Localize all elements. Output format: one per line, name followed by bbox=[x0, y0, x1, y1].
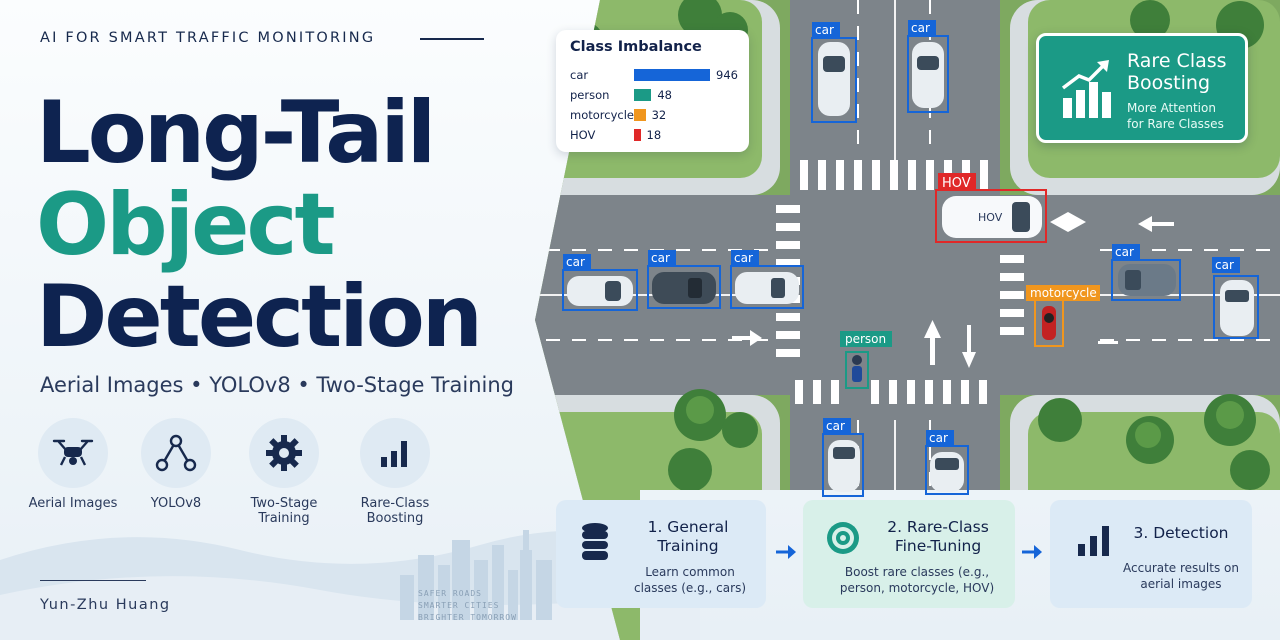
car-label: car bbox=[734, 251, 753, 265]
title-line-2: Object bbox=[36, 175, 336, 275]
car-box bbox=[1213, 275, 1259, 339]
class-count-value: 32 bbox=[651, 108, 667, 122]
gear-icon bbox=[249, 418, 319, 488]
class-imbalance-row: person 48 bbox=[570, 87, 740, 103]
person-box bbox=[845, 351, 869, 389]
feature-two-stage: Two-Stage Training bbox=[229, 418, 339, 526]
feature-aerial-images: Aerial Images bbox=[18, 418, 128, 511]
car-label: car bbox=[1215, 258, 1234, 272]
step-description: Accurate results on aerial images bbox=[1123, 561, 1239, 591]
class-imbalance-row: HOV 18 bbox=[570, 127, 740, 143]
drone-icon bbox=[38, 418, 108, 488]
class-count-bar bbox=[634, 129, 641, 141]
city-skyline bbox=[400, 530, 552, 620]
car-label: car bbox=[929, 431, 948, 445]
car-box bbox=[1111, 259, 1181, 301]
class-imbalance-row: car 946 bbox=[570, 67, 740, 83]
author-divider bbox=[40, 580, 146, 581]
car-box bbox=[647, 265, 721, 309]
class-count-value: 48 bbox=[657, 88, 672, 102]
feature-label: Two-Stage Training bbox=[250, 496, 318, 526]
car-label: car bbox=[566, 255, 585, 269]
feature-label: YOLOv8 bbox=[150, 496, 202, 511]
car-label: car bbox=[651, 251, 670, 265]
boost-subtitle: More Attention for Rare Classes bbox=[1127, 101, 1224, 131]
target-icon bbox=[827, 522, 859, 554]
bar-chart-icon bbox=[360, 418, 430, 488]
car-label: car bbox=[911, 21, 930, 35]
trend-chart-icon bbox=[1061, 60, 1111, 118]
step-title: 1. General Training bbox=[647, 518, 729, 555]
car-label: car bbox=[826, 419, 845, 433]
person-label: person bbox=[845, 332, 886, 346]
road-arrows bbox=[732, 212, 1174, 368]
feature-label: Rare-Class Boosting bbox=[360, 496, 430, 526]
tagline: SAFER ROADS SMARTER CITIES BRIGHTER TOMO… bbox=[418, 589, 517, 622]
step-title: 2. Rare-Class Fine-Tuning bbox=[887, 518, 989, 555]
step-rare-class-fine-tuning: 2. Rare-Class Fine-Tuning Boost rare cla… bbox=[803, 500, 1015, 608]
bar-chart-icon bbox=[1078, 526, 1109, 556]
class-count-value: 18 bbox=[646, 128, 662, 142]
step-detection: 3. Detection Accurate results on aerial … bbox=[1050, 500, 1252, 608]
arrow-right-icon bbox=[776, 545, 796, 559]
class-name: motorcycle bbox=[570, 108, 634, 122]
class-count-bar bbox=[634, 109, 646, 121]
title-line-1: Long-Tail bbox=[36, 83, 436, 183]
feature-yolov8: YOLOv8 bbox=[121, 418, 231, 511]
vehicles bbox=[567, 42, 1254, 492]
database-icon bbox=[582, 523, 608, 560]
title-line-3: Detection bbox=[36, 267, 483, 367]
step-title: 3. Detection bbox=[1133, 524, 1229, 542]
class-name: car bbox=[570, 68, 589, 82]
boost-title: Rare Class Boosting bbox=[1127, 50, 1227, 94]
kicker-text: AI FOR SMART TRAFFIC MONITORING bbox=[40, 30, 376, 46]
car-label: car bbox=[815, 23, 834, 37]
step-description: Boost rare classes (e.g., person, motorc… bbox=[839, 565, 995, 595]
author-name: Yun-Zhu Huang bbox=[40, 597, 171, 613]
class-count-bar bbox=[634, 69, 710, 81]
network-icon bbox=[141, 418, 211, 488]
subtitle: Aerial Images • YOLOv8 • Two-Stage Train… bbox=[40, 373, 514, 397]
hov-label: HOV bbox=[942, 176, 971, 191]
feature-label: Aerial Images bbox=[28, 496, 118, 511]
step-general-training: 1. General Training Learn common classes… bbox=[556, 500, 766, 608]
car-box bbox=[562, 269, 638, 311]
car-box bbox=[730, 265, 804, 309]
car-label: car bbox=[1115, 245, 1134, 259]
feature-rare-class: Rare-Class Boosting bbox=[340, 418, 450, 526]
class-imbalance-row: motorcycle 32 bbox=[570, 107, 740, 123]
class-count-value: 946 bbox=[716, 68, 738, 82]
rare-class-boosting-card: Rare Class Boosting More Attention for R… bbox=[1036, 33, 1248, 143]
hov-vehicle-text: HOV bbox=[978, 211, 1003, 224]
arrow-right-icon bbox=[1022, 545, 1042, 559]
kicker-divider bbox=[420, 38, 484, 40]
hov-box bbox=[935, 189, 1047, 243]
step-description: Learn common classes (e.g., cars) bbox=[634, 565, 746, 595]
class-name: HOV bbox=[570, 128, 596, 142]
class-imbalance-title: Class Imbalance bbox=[570, 39, 702, 55]
class-imbalance-card: Class Imbalance car 946 person 48 motorcycle… bbox=[556, 30, 749, 152]
class-name: person bbox=[570, 88, 610, 102]
class-count-bar bbox=[634, 89, 652, 101]
motorcycle-label: motorcycle bbox=[1030, 286, 1097, 300]
